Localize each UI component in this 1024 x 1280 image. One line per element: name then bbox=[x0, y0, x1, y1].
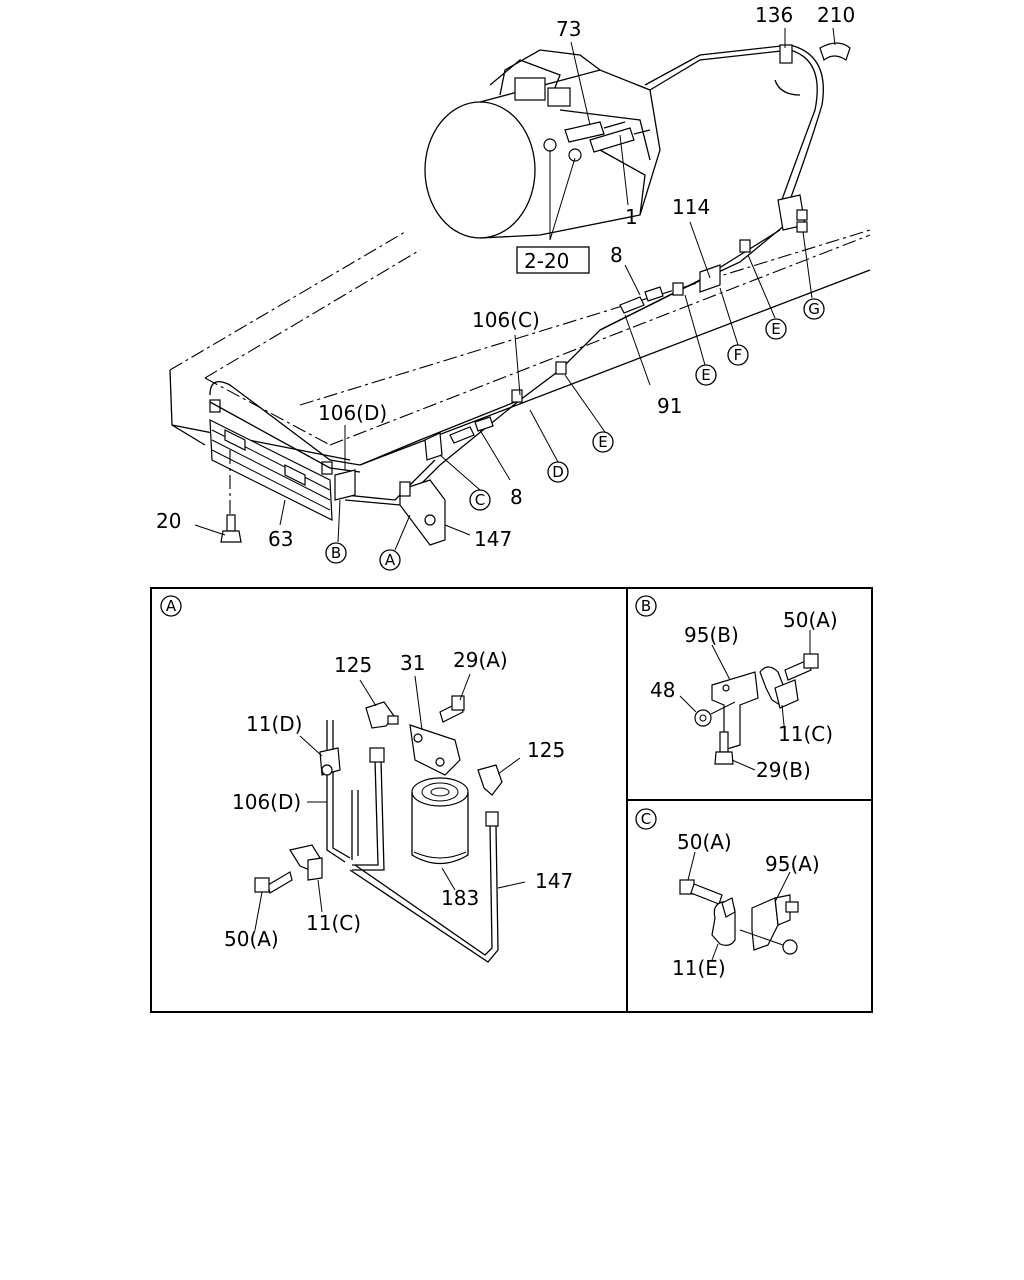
circled-e-3: E bbox=[592, 431, 614, 453]
clamp-210 bbox=[819, 42, 851, 62]
detail-b-95b: 95(B) bbox=[684, 623, 739, 647]
circled-a-text: A bbox=[385, 551, 396, 569]
circled-f: F bbox=[727, 344, 749, 366]
callout-73: 73 bbox=[556, 17, 581, 41]
oil-cooler bbox=[209, 399, 333, 521]
transmission-housing bbox=[424, 49, 661, 239]
callout-210: 210 bbox=[817, 3, 855, 27]
coupling-8-upper bbox=[619, 286, 664, 314]
hose-clip-136 bbox=[779, 44, 793, 64]
circled-e-3-text: E bbox=[598, 433, 607, 451]
leader-lines bbox=[194, 27, 836, 551]
detail-a-106d: 106(D) bbox=[232, 790, 301, 814]
main-exploded-view: 73 136 210 1 114 8 106(C) 91 106(D) 8 20… bbox=[156, 3, 871, 571]
circled-c: C bbox=[469, 489, 491, 511]
circled-f-text: F bbox=[734, 346, 743, 364]
circled-e-1-text: E bbox=[771, 320, 780, 338]
detail-a-50a: 50(A) bbox=[224, 927, 279, 951]
detail-a-125-upper: 125 bbox=[334, 653, 372, 677]
circled-e-2-text: E bbox=[701, 366, 710, 384]
detail-a-tag: A bbox=[166, 597, 177, 615]
detail-a-11d: 11(D) bbox=[246, 712, 302, 736]
callout-136: 136 bbox=[755, 3, 793, 27]
detail-c-50a: 50(A) bbox=[677, 830, 732, 854]
detail-a-11c: 11(C) bbox=[306, 911, 361, 935]
detail-c-tag: C bbox=[641, 810, 651, 828]
circled-a: A bbox=[379, 549, 401, 571]
circled-c-text: C bbox=[475, 491, 485, 509]
detail-b-48: 48 bbox=[650, 678, 675, 702]
detail-a-125-right: 125 bbox=[527, 738, 565, 762]
oil-hose-lines bbox=[209, 44, 824, 506]
hose-clips bbox=[334, 239, 751, 501]
detail-a-183: 183 bbox=[441, 886, 479, 910]
detail-c-95a: 95(A) bbox=[765, 852, 820, 876]
detail-a-31: 31 bbox=[400, 651, 425, 675]
callout-106d: 106(D) bbox=[318, 401, 387, 425]
detail-b-29b: 29(B) bbox=[756, 758, 811, 782]
detail-a-29a: 29(A) bbox=[453, 648, 508, 672]
callout-147: 147 bbox=[474, 527, 512, 551]
circled-g-text: G bbox=[808, 300, 820, 318]
callout-114: 114 bbox=[672, 195, 710, 219]
detail-c: C 50(A) 95(A) 11(E) bbox=[635, 808, 820, 980]
detail-a: A bbox=[160, 595, 573, 963]
circled-g: G bbox=[803, 298, 825, 320]
circled-b-text: B bbox=[331, 544, 341, 562]
detail-b-tag: B bbox=[641, 597, 651, 615]
bolt-20 bbox=[220, 514, 242, 543]
callout-106c: 106(C) bbox=[472, 308, 540, 332]
callout-20: 20 bbox=[156, 509, 181, 533]
callout-8-lower: 8 bbox=[510, 485, 523, 509]
connector-block bbox=[777, 194, 808, 233]
detail-b-50a: 50(A) bbox=[783, 608, 838, 632]
detail-c-11e: 11(E) bbox=[672, 956, 726, 980]
callout-91: 91 bbox=[657, 394, 682, 418]
circled-d: D bbox=[547, 461, 569, 483]
callout-63: 63 bbox=[268, 527, 293, 551]
filter-bracket-147 bbox=[399, 479, 446, 546]
detail-frame bbox=[150, 587, 873, 1013]
circled-d-text: D bbox=[552, 463, 564, 481]
detail-a-147: 147 bbox=[535, 869, 573, 893]
circled-b: B bbox=[325, 542, 347, 564]
circled-e-1: E bbox=[765, 318, 787, 340]
detail-b: B 95(B) 50(A) 48 11(C) 29(B) bbox=[635, 595, 838, 782]
reference-box-2-20: 2-20 bbox=[516, 246, 590, 274]
callout-8-upper: 8 bbox=[610, 243, 623, 267]
detail-b-11c: 11(C) bbox=[778, 722, 833, 746]
circled-e-2: E bbox=[695, 364, 717, 386]
callout-1: 1 bbox=[625, 205, 638, 229]
vehicle-frame bbox=[169, 229, 871, 466]
reference-label: 2-20 bbox=[524, 249, 569, 273]
coupling-8-lower bbox=[449, 416, 494, 444]
